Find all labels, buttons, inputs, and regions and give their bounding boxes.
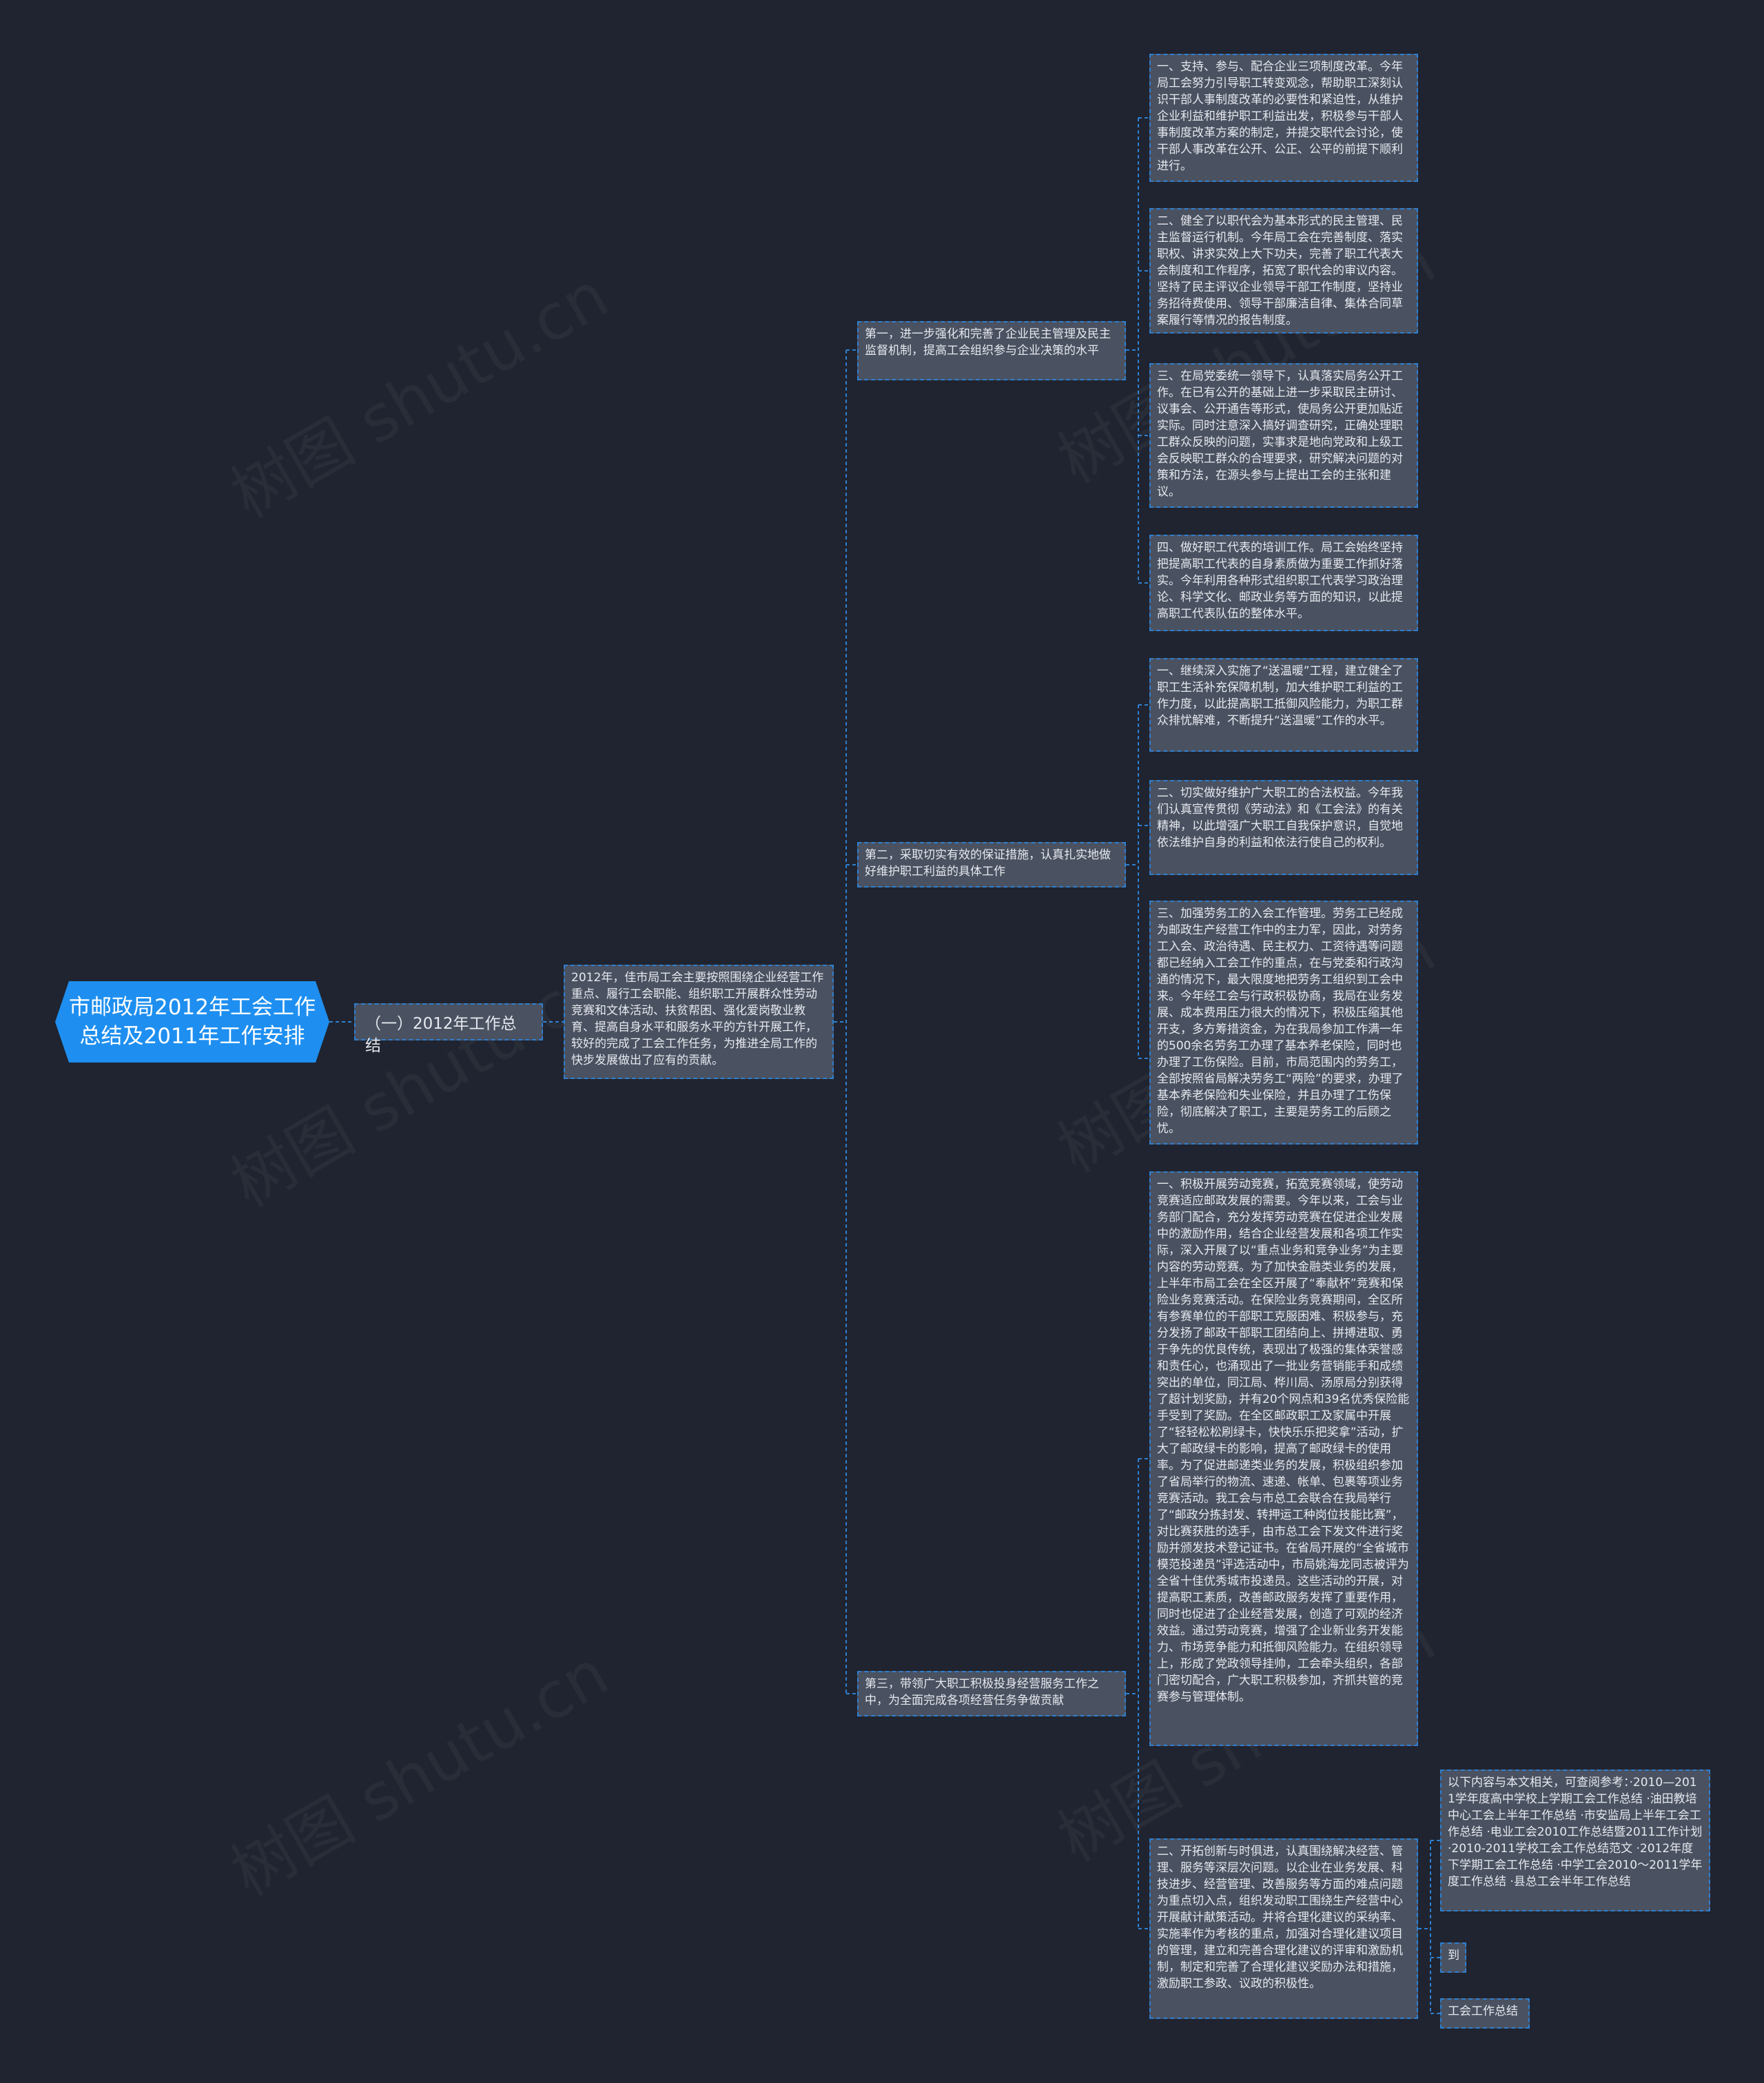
branch-1-item-2[interactable]: 二、健全了以职代会为基本形式的民主管理、民主监督运行机制。今年局工会在完善制度、… bbox=[1149, 208, 1418, 334]
root-node[interactable]: 市邮政局2012年工会工作 总结及2011年工作安排 bbox=[69, 995, 316, 1049]
branch-2-item-3[interactable]: 三、加强劳务工的入会工作管理。劳务工已经成为邮政生产经营工作中的主力军，因此，对… bbox=[1149, 901, 1418, 1145]
level1-node[interactable]: （一）2012年工作总结 bbox=[354, 1003, 543, 1055]
branch-3-item-2[interactable]: 二、开拓创新与时俱进，认真围绕解决经营、管理、服务等深层次问题。以企业在业务发展… bbox=[1149, 1838, 1418, 2019]
branch-2-node[interactable]: 第二，采取切实有效的保证措施，认真扎实地做好维护职工利益的具体工作 bbox=[857, 842, 1126, 887]
branch-1-item-3[interactable]: 三、在局党委统一领导下，认真落实局务公开工作。在已有公开的基础上进一步采取民主研… bbox=[1149, 363, 1418, 508]
summary-node[interactable]: 2012年，佳市局工会主要按照围绕企业经营工作重点、履行工会职能、组织职工开展群… bbox=[564, 965, 834, 1079]
branch-2-item-2[interactable]: 二、切实做好维护广大职工的合法权益。今年我们认真宣传贯彻《劳动法》和《工会法》的… bbox=[1149, 780, 1418, 875]
root-node-shape bbox=[55, 981, 329, 1063]
branch-3-item-1[interactable]: 一、积极开展劳动竞赛，拓宽竞赛领域，使劳动竞赛适应邮政发展的需要。今年以来，工会… bbox=[1149, 1171, 1418, 1746]
branch-3-node[interactable]: 第三，带领广大职工积极投身经营服务工作之中，为全面完成各项经营任务争做贡献 bbox=[857, 1671, 1126, 1716]
branch-1-item-4[interactable]: 四、做好职工代表的培训工作。局工会始终坚持把提高职工代表的自身素质做为重要工作抓… bbox=[1149, 535, 1418, 631]
related-articles-node[interactable]: 以下内容与本文相关，可查阅参考：·2010—2011学年度高中学校上学期工会工作… bbox=[1440, 1769, 1710, 1911]
branch-2-item-1[interactable]: 一、继续深入实施了“送温暖”工程，建立健全了职工生活补充保障机制，加大维护职工利… bbox=[1149, 658, 1418, 752]
extra-node-union-summary[interactable]: 工会工作总结 bbox=[1440, 1998, 1530, 2029]
branch-1-node[interactable]: 第一，进一步强化和完善了企业民主管理及民主监督机制，提高工会组织参与企业决策的水… bbox=[857, 321, 1126, 380]
branch-1-item-1[interactable]: 一、支持、参与、配合企业三项制度改革。今年局工会努力引导职工转变观念，帮助职工深… bbox=[1149, 54, 1418, 182]
extra-node-to[interactable]: 到 bbox=[1440, 1942, 1466, 1973]
